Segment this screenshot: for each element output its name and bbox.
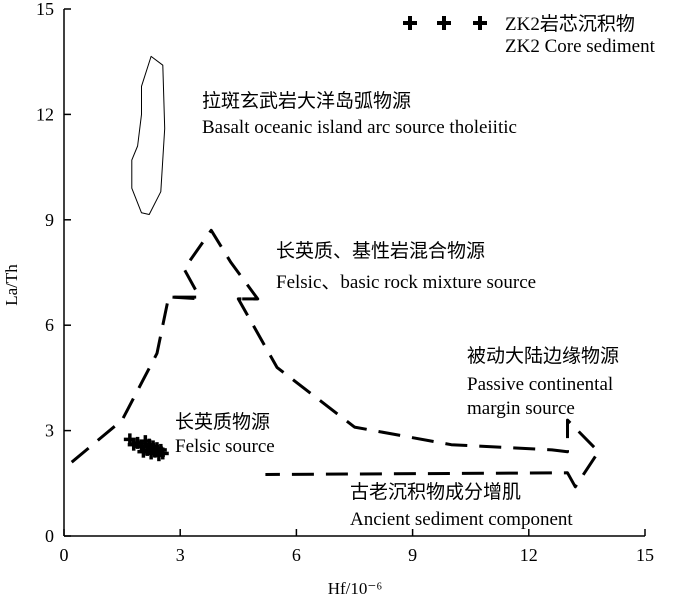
- mixture-region-label-en: Felsic、basic rock mixture source: [276, 272, 536, 293]
- ticks: [63, 8, 646, 537]
- legend-markers: [403, 16, 487, 30]
- tick-labels: 0 3 6 9 12 15 0 3 6 9 12 15: [36, 0, 654, 565]
- ancient-region-label-en: Ancient sediment component: [350, 509, 573, 530]
- y-tick-label: 15: [36, 0, 54, 19]
- mixture-region-label-cn: 长英质、基性岩混合物源: [276, 240, 485, 262]
- basalt-region-label-cn: 拉斑玄武岩大洋岛弧物源: [202, 90, 411, 112]
- basalt-region-outline: [131, 55, 166, 215]
- x-tick-label: 12: [520, 545, 538, 565]
- legend: ZK2岩芯沉积物 ZK2 Core sediment: [403, 13, 656, 57]
- ancient-region-label-cn: 古老沉积物成分增肌: [350, 481, 521, 503]
- data-points: [123, 433, 169, 462]
- y-tick-label: 0: [45, 526, 54, 546]
- felsic-region-label-en: Felsic source: [175, 436, 275, 457]
- y-tick-label: 3: [45, 421, 54, 441]
- legend-marker: [437, 16, 451, 30]
- region-boundary-dashed: [70, 228, 600, 489]
- data-point: [156, 447, 169, 460]
- x-tick-label: 9: [408, 545, 417, 565]
- passive-region-label-cn: 被动大陆边缘物源: [467, 345, 619, 367]
- x-tick-label: 3: [176, 545, 185, 565]
- data-point: [137, 445, 150, 458]
- y-tick-label: 6: [45, 315, 54, 335]
- x-axis-title: Hf/10⁻⁶: [328, 579, 383, 598]
- region-boundary-dashed-segment: [172, 295, 200, 301]
- x-tick-label: 0: [60, 545, 69, 565]
- legend-marker: [403, 16, 417, 30]
- legend-label-en: ZK2 Core sediment: [505, 36, 656, 57]
- passive-region-label-en-2: margin source: [467, 398, 575, 419]
- passive-region-label-en-1: Passive continental: [467, 374, 613, 395]
- y-axis-title: La/Th: [2, 264, 21, 306]
- legend-marker: [473, 16, 487, 30]
- regions: [70, 55, 600, 489]
- x-tick-label: 6: [292, 545, 301, 565]
- y-tick-label: 9: [45, 210, 54, 230]
- x-tick-label: 15: [636, 545, 654, 565]
- legend-label-cn: ZK2岩芯沉积物: [505, 13, 635, 35]
- data-point: [127, 438, 140, 451]
- axes: [63, 9, 645, 537]
- felsic-region-label-cn: 长英质物源: [175, 411, 270, 433]
- y-tick-label: 12: [36, 104, 54, 124]
- basalt-region-label-en: Basalt oceanic island arc source tholeii…: [202, 117, 517, 138]
